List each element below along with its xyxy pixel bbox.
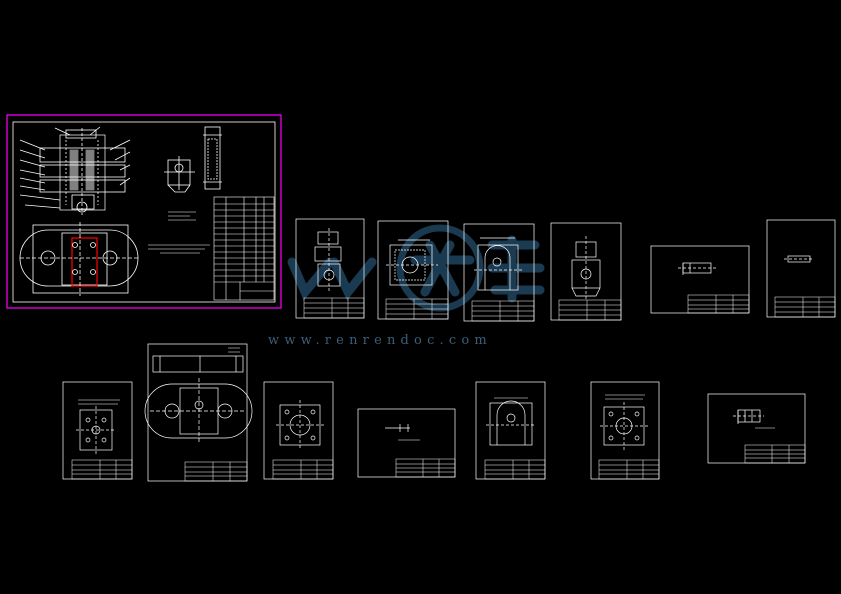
selection-highlight bbox=[6, 114, 282, 309]
title-block bbox=[395, 458, 456, 478]
part-view bbox=[733, 409, 775, 429]
sheet-part-drawing-1[interactable] bbox=[295, 218, 365, 319]
part-view bbox=[784, 255, 814, 263]
part-view bbox=[385, 424, 420, 441]
sheet-part-drawing-5[interactable] bbox=[650, 245, 750, 314]
sheet-part-drawing-12[interactable] bbox=[590, 381, 660, 480]
detail-view bbox=[164, 156, 195, 193]
section-view-upper bbox=[203, 126, 222, 190]
plan-view bbox=[19, 222, 140, 296]
die-stack-view bbox=[19, 126, 131, 215]
sheet-part-drawing-7[interactable] bbox=[62, 381, 133, 480]
sheet-part-drawing-13[interactable] bbox=[707, 393, 806, 464]
title-block bbox=[484, 459, 546, 480]
sheet-part-drawing-8[interactable] bbox=[144, 343, 253, 482]
title-block bbox=[598, 459, 660, 480]
title-block bbox=[558, 299, 622, 321]
bill-of-materials bbox=[213, 196, 275, 301]
title-block bbox=[744, 444, 806, 464]
part-view bbox=[600, 394, 648, 450]
sheet-part-drawing-9[interactable] bbox=[263, 381, 334, 480]
title-block bbox=[774, 296, 836, 318]
title-block bbox=[471, 300, 535, 322]
sheet-part-drawing-11[interactable] bbox=[475, 381, 546, 480]
part-view bbox=[386, 239, 438, 286]
title-block bbox=[687, 294, 750, 314]
title-block bbox=[71, 459, 133, 480]
title-block bbox=[385, 298, 449, 320]
part-view bbox=[144, 347, 253, 444]
sheet-part-drawing-6[interactable] bbox=[766, 219, 836, 318]
part-view bbox=[314, 228, 342, 292]
title-block bbox=[272, 459, 334, 480]
technical-notes bbox=[148, 211, 210, 254]
part-view bbox=[474, 237, 522, 291]
part-view bbox=[678, 262, 716, 275]
sheet-part-drawing-3[interactable] bbox=[463, 223, 535, 322]
part-view bbox=[571, 236, 601, 300]
part-view bbox=[276, 400, 324, 450]
sheet-part-drawing-4[interactable] bbox=[550, 222, 622, 321]
watermark-url: www.renrendoc.com bbox=[268, 333, 492, 348]
sheet-part-drawing-10[interactable] bbox=[357, 408, 456, 478]
sheet-part-drawing-2[interactable] bbox=[377, 220, 449, 320]
part-view bbox=[76, 399, 120, 454]
sheet-assembly-drawing[interactable] bbox=[6, 114, 282, 309]
part-view bbox=[486, 397, 536, 446]
title-block bbox=[184, 461, 248, 482]
title-block bbox=[303, 297, 365, 319]
